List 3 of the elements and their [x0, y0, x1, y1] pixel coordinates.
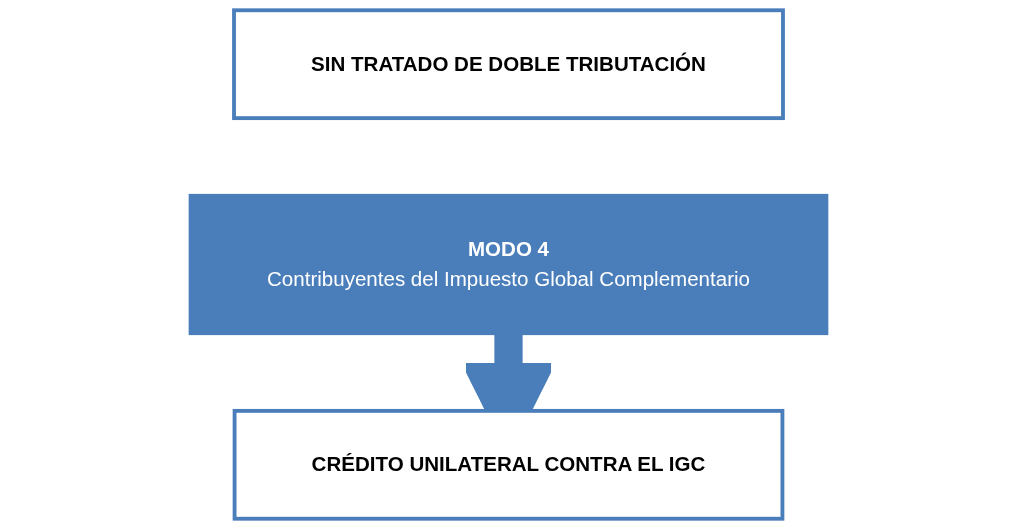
node-box: MODO 4 Contribuyentes del Impuesto Global Complementario [188, 193, 829, 336]
node-box: CRÉDITO UNILATERAL CONTRA EL IGC [232, 408, 785, 521]
node-box: SIN TRATADO DE DOBLE TRIBUTACIÓN [232, 8, 785, 121]
